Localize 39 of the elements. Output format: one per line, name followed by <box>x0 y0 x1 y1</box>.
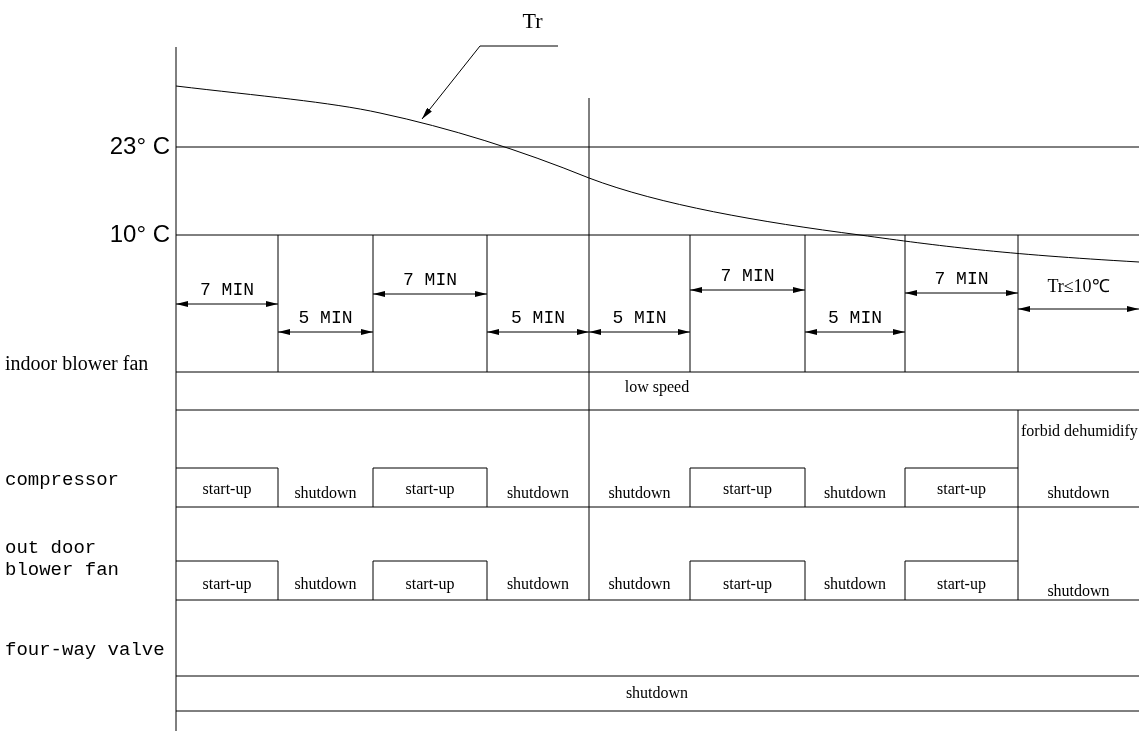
state-label: start-up <box>937 575 986 594</box>
state-label: low speed <box>624 378 690 397</box>
state-label: shutdown <box>294 484 357 503</box>
temperature-label: 23° C <box>108 132 170 160</box>
state-label: start-up <box>202 575 252 594</box>
state-label: shutdown <box>625 684 689 703</box>
state-label: shutdown <box>608 575 671 594</box>
state-label: start-up <box>723 480 772 499</box>
signal-name: indoor blower fan <box>5 352 150 375</box>
state-label: start-up <box>937 480 986 499</box>
duration-label: 5 MIN <box>298 308 353 329</box>
state-label: forbid dehumidify <box>1021 422 1139 441</box>
state-label: shutdown <box>506 575 570 594</box>
state-label: start-up <box>723 575 772 594</box>
condition-label: Tr≤10℃ <box>1047 276 1110 297</box>
temperature-label: 10° C <box>108 220 170 248</box>
state-label: shutdown <box>823 484 887 503</box>
duration-label: 5 MIN <box>612 308 667 329</box>
state-label: shutdown <box>608 484 671 503</box>
signal-name: compressor <box>5 470 121 492</box>
duration-label: 7 MIN <box>403 270 457 291</box>
state-label: shutdown <box>506 484 570 503</box>
state-label: shutdown <box>294 575 357 594</box>
leader-line <box>421 45 559 120</box>
duration-label: 7 MIN <box>934 269 989 290</box>
duration-label: 5 MIN <box>828 308 882 329</box>
state-label: start-up <box>202 480 252 499</box>
curve-label: Tr <box>505 8 560 46</box>
duration-label: 7 MIN <box>200 280 254 301</box>
duration-label: 7 MIN <box>720 266 775 287</box>
signal-name: four-way valve <box>5 640 166 662</box>
state-label: start-up <box>405 480 455 499</box>
duration-label: 5 MIN <box>511 308 565 329</box>
state-label: shutdown <box>823 575 887 594</box>
signal-name: out door blower fan <box>5 538 121 582</box>
state-label: shutdown <box>1047 484 1110 503</box>
state-label: start-up <box>405 575 455 594</box>
temperature-curve <box>175 85 1139 263</box>
state-label: shutdown <box>1047 582 1110 601</box>
